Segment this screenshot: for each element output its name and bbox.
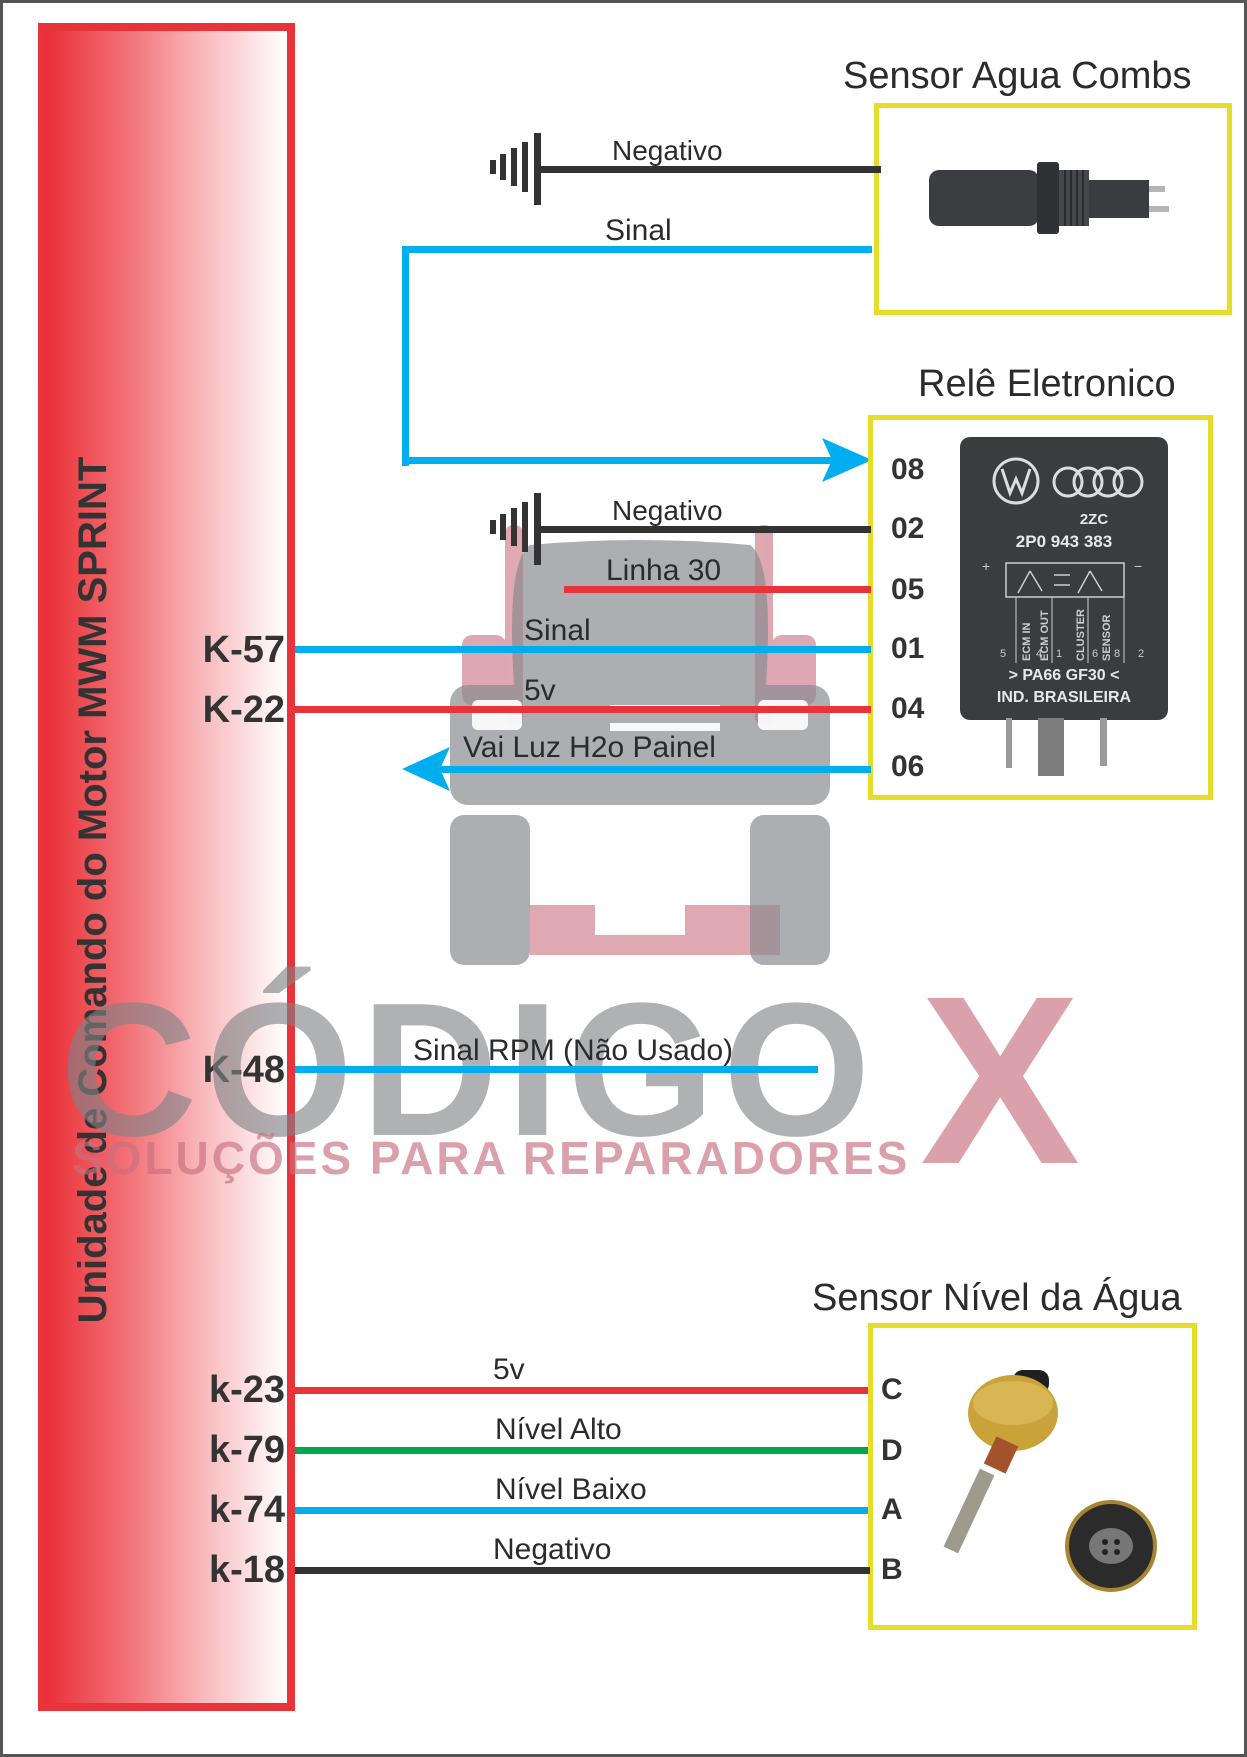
wire-label-k79-nivel-alto: Nível Alto (495, 1413, 622, 1446)
sensor-nivel-title: Sensor Nível da Água (812, 1277, 1182, 1319)
svg-text:8: 8 (1114, 648, 1120, 660)
svg-text:SENSOR: SENSOR (1101, 614, 1113, 661)
ecu-pin-k22: K-22 (202, 689, 285, 731)
wire-rele-linha30 (564, 586, 871, 593)
svg-text:6: 6 (1092, 648, 1098, 660)
sensor-nivel-pin-a: A (881, 1493, 903, 1526)
sensor-nivel-pin-c: C (881, 1373, 903, 1406)
wire-k57-sinal (295, 646, 871, 653)
ecu-pin-k48: K-48 (202, 1049, 285, 1091)
sensor-nivel-image (943, 1370, 1157, 1592)
wire-label-k57-sinal: Sinal (524, 614, 591, 647)
sensor-nivel-pin-d: D (881, 1434, 903, 1467)
wire-label-rele-negativo: Negativo (612, 495, 723, 526)
ecu-pin-k79: k-79 (208, 1429, 285, 1471)
svg-text:5: 5 (1000, 648, 1006, 660)
wire-label-linha30: Linha 30 (606, 554, 722, 587)
ecu-pin-k23: k-23 (208, 1369, 285, 1411)
wire-k22-5v (295, 706, 871, 713)
svg-text:1: 1 (1056, 648, 1062, 660)
svg-text:+: + (982, 558, 990, 574)
rele-pin-04: 04 (891, 692, 925, 725)
wire-sensor-sinal (402, 246, 872, 253)
ecu-pin-k74: k-74 (208, 1489, 285, 1531)
wire-label-k74-nivel-baixo: Nível Baixo (495, 1473, 647, 1506)
wire-k79-nivel-alto (295, 1447, 868, 1454)
relay-logos-icon (992, 457, 1144, 505)
wire-rele-negativo (541, 526, 871, 533)
rele-origin: IND. BRASILEIRA (996, 689, 1132, 706)
wire-label-k22-5v: 5v (524, 674, 556, 707)
wire-label-k48-rpm: Sinal RPM (Não Usado) (413, 1034, 734, 1067)
relay-circuit-icon: + − 5 4 1 6 8 2 ECM IN ECM OUT CLUSTER S… (982, 558, 1144, 663)
ground-icon (490, 133, 541, 205)
wire-label-k23-5v: 5v (493, 1353, 525, 1386)
ecu-block (38, 23, 295, 1711)
rele-material: > PA66 GF30 < (1008, 667, 1120, 684)
ground-icon-2 (490, 493, 541, 565)
relay-terminals-icon (1006, 718, 1107, 776)
ecu-title: Unidade de Comando do Motor MWM SPRINT (71, 456, 115, 1324)
wire-k23-5v (295, 1387, 868, 1394)
wire-sinal-to-relay (402, 457, 832, 464)
svg-text:CLUSTER: CLUSTER (1075, 609, 1087, 661)
wire-label-k18-negativo: Negativo (493, 1533, 612, 1566)
rele-pin-08: 08 (891, 453, 925, 486)
wire-label-sensor-negativo: Negativo (612, 135, 723, 166)
svg-text:ECM OUT: ECM OUT (1039, 610, 1051, 661)
arrow-right-icon (822, 438, 872, 482)
wire-k48-rpm (295, 1066, 818, 1073)
rele-pin-06: 06 (891, 750, 925, 783)
sensor-nivel-pin-b: B (881, 1553, 903, 1586)
rele-pin-01: 01 (891, 632, 925, 665)
wire-k74-nivel-baixo (295, 1507, 868, 1514)
sensor-agua-combs-title: Sensor Agua Combs (843, 55, 1192, 97)
rele-code1: 2ZC (1079, 511, 1109, 528)
wire-label-sensor-sinal: Sinal (605, 214, 672, 247)
rele-title: Relê Eletronico (918, 363, 1176, 405)
svg-text:2: 2 (1138, 648, 1144, 660)
rele-code2: 2P0 943 383 (1015, 532, 1113, 551)
wire-luz-painel (440, 766, 871, 773)
sensor-agua-combs-box (874, 103, 1232, 315)
wire-sinal-vertical (402, 246, 409, 466)
svg-text:ECM IN: ECM IN (1021, 622, 1033, 661)
rele-image: 2ZC 2P0 943 383 + − 5 4 1 6 8 2 ECM IN E… (960, 437, 1168, 720)
rele-pin-05: 05 (891, 573, 925, 606)
wire-k18-negativo (295, 1567, 870, 1574)
ecu-pin-k57: K-57 (202, 629, 285, 671)
ecu-pin-k18: k-18 (208, 1549, 285, 1591)
wire-label-luz-painel: Vai Luz H2o Painel (463, 731, 716, 764)
svg-text:4: 4 (1036, 648, 1042, 660)
svg-text:−: − (1134, 558, 1142, 574)
rele-pin-02: 02 (891, 512, 925, 545)
sensor-agua-combs-image (929, 162, 1169, 234)
sensor-nivel-box (868, 1323, 1197, 1630)
wire-sensor-negativo (541, 166, 881, 173)
arrow-left-icon (402, 747, 450, 791)
